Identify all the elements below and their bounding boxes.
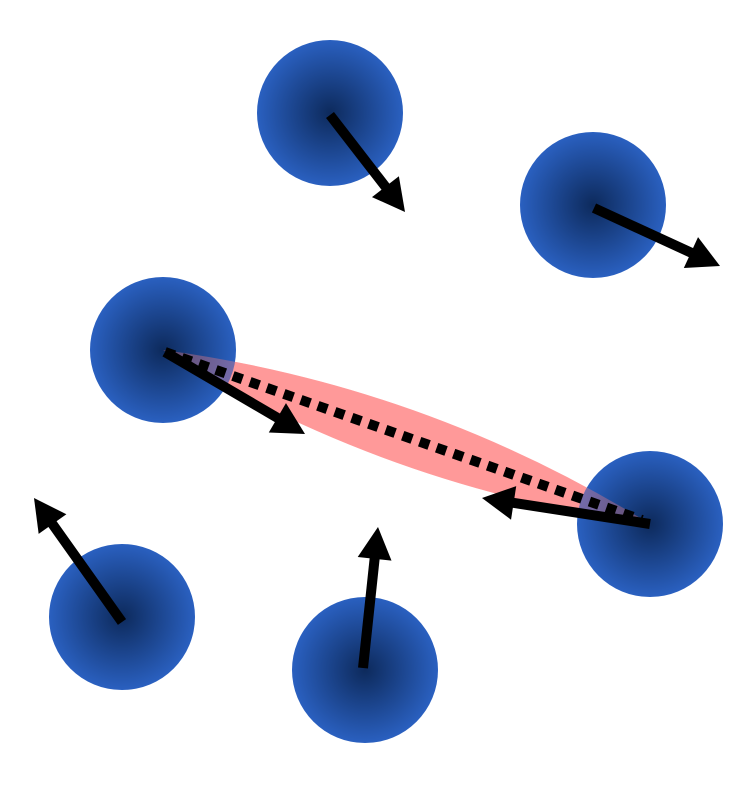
arrow-left-icon: [482, 486, 651, 529]
interaction-dotted-line: [163, 347, 644, 525]
arrow-up-icon: [357, 527, 392, 669]
particle-p3: [90, 277, 236, 423]
particle-p6: [292, 597, 438, 743]
arrow-up-left-icon: [34, 498, 127, 625]
particle-p2: [520, 132, 666, 278]
arrow-right-icon: [591, 203, 720, 269]
arrow-down-right-icon: [326, 111, 405, 212]
particle-p1: [257, 40, 403, 186]
